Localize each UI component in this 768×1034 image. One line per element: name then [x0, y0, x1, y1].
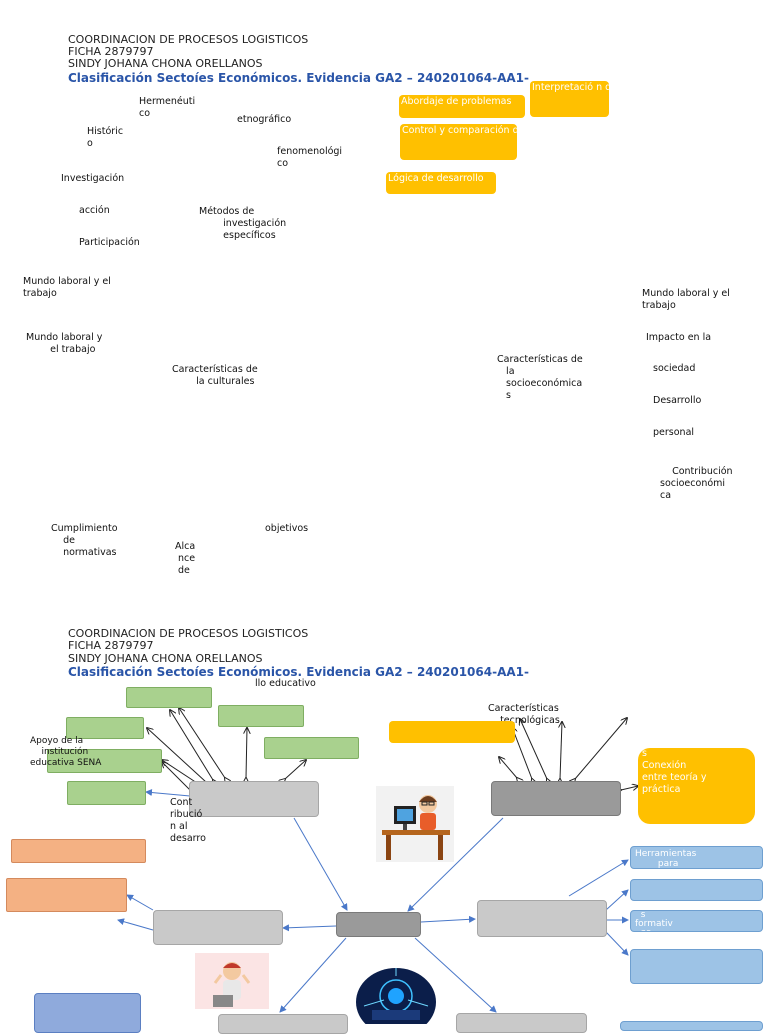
- yellow-box-empty: [389, 721, 515, 743]
- label-alcance: Alca nce de: [175, 541, 196, 576]
- label-sociedad: sociedad: [653, 363, 696, 374]
- yellow-box-control: Control y comparación de: [400, 124, 517, 160]
- purple-box-bottom-left: [34, 993, 141, 1033]
- central-box: [336, 912, 421, 937]
- label-hermeneutico: Hermenéuti co: [139, 96, 196, 119]
- label-impacto: Impacto en la: [646, 332, 712, 343]
- label-accion: acción: [79, 205, 110, 216]
- header-author: SINDY JOHANA CHONA ORELLANOS: [68, 57, 263, 70]
- yellow-box-conexion: s Conexión entre teoría y práctica: [638, 748, 755, 824]
- green-box-6: [67, 781, 146, 805]
- yellow-box-abordaje: Abordaje de problemas: [399, 95, 525, 118]
- person-computer-image: [376, 786, 454, 862]
- label-desarrollo: Desarrollo: [653, 395, 702, 406]
- green-box-5: [47, 749, 162, 773]
- label-historico: Históric o: [87, 126, 124, 149]
- label-investigacion: Investigación: [61, 173, 125, 184]
- grey-box-contribucion: [189, 781, 319, 817]
- page-title-2: Clasificación Sectoíes Económicos. Evide…: [68, 665, 529, 679]
- label-mundo-laboral-left-2: Mundo laboral y el trabajo: [26, 332, 103, 355]
- label-cumplimiento-normativas: Cumplimiento de normativas: [51, 523, 118, 558]
- label-fenomenologico: fenomenológi co: [277, 146, 343, 169]
- stressed-person-image: [195, 953, 269, 1009]
- yellow-box-interpretacion: Interpretació n de: [530, 81, 609, 117]
- yellow-box-s: s: [642, 748, 647, 759]
- label-personal: personal: [653, 427, 695, 438]
- blue-box-bottom: [620, 1021, 763, 1031]
- header-ficha-2: FICHA 2879797: [68, 639, 154, 652]
- label-contribucion-socioeconomica: Contribución socioeconómi ca: [660, 466, 733, 501]
- page-title: Clasificación Sectoíes Económicos. Evide…: [68, 71, 529, 85]
- label-etnografico: etnográfico: [237, 114, 292, 125]
- label-objetivos: objetivos: [265, 523, 309, 534]
- yellow-box-logica: Lógica de desarrollo: [386, 172, 496, 194]
- grey-box-right: [477, 900, 607, 937]
- yellow-box-conexion-text: Conexión entre teoría y práctica: [642, 760, 707, 795]
- label-mundo-laboral-right: Mundo laboral y el trabajo: [642, 288, 730, 311]
- orange-box-2: [6, 878, 127, 912]
- green-box-4: [264, 737, 359, 759]
- label-metodos: Métodos de investigación específicos: [199, 206, 287, 241]
- green-box-1: [126, 687, 212, 708]
- grey-box-tecnologicas: [491, 781, 621, 816]
- blue-box-herramientas: Herramientas para proyectos: [630, 846, 763, 869]
- header-course: COORDINACION DE PROCESOS LOGISTICOS: [68, 33, 309, 46]
- label-caracteristicas-socioeconomicas: Características de la socioeconómica s: [497, 354, 583, 401]
- label-participacion: Participación: [79, 237, 140, 248]
- green-box-3: [218, 705, 304, 727]
- header-ficha: FICHA 2879797: [68, 45, 154, 58]
- grey-box-bottom-1: [218, 1014, 348, 1034]
- grey-box-left: [153, 910, 283, 945]
- green-box-2: [66, 717, 144, 739]
- grey-box-bottom-2: [456, 1013, 587, 1033]
- label-mundo-laboral-left: Mundo laboral y el trabajo: [23, 276, 111, 299]
- blue-box-formativas: s formativ as: [630, 910, 763, 932]
- technology-image: [354, 966, 438, 1034]
- label-contribucion-desarrollo: Cont ribució n al desarro: [170, 797, 206, 844]
- header-author-2: SINDY JOHANA CHONA ORELLANOS: [68, 652, 263, 665]
- orange-box-1: [11, 839, 146, 863]
- blue-box-4: [630, 949, 763, 984]
- label-caracteristicas-culturales: Características de la culturales: [172, 364, 258, 387]
- blue-box-2: [630, 879, 763, 901]
- label-caracteristicas-tecnologicas: Características tecnológicas: [488, 703, 560, 726]
- label-apoyo-sena: Apoyo de la institución educativa SENA: [30, 736, 102, 768]
- label-llo-educativo: llo educativo: [255, 678, 316, 689]
- header-course-2: COORDINACION DE PROCESOS LOGISTICOS: [68, 627, 309, 640]
